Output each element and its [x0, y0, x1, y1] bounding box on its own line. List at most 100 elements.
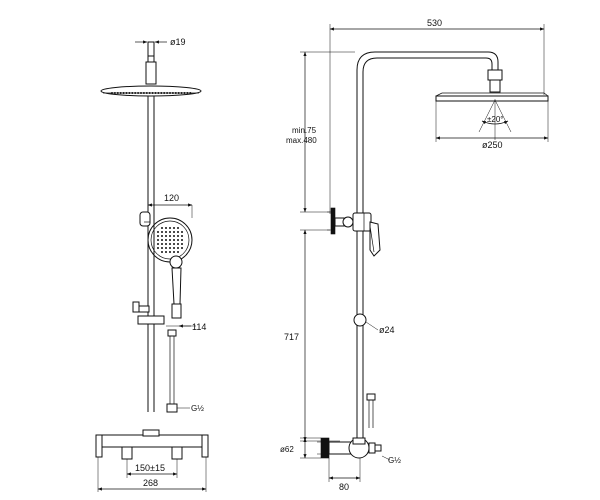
front-pipe-diameter-dimension: ø19	[135, 37, 186, 47]
front-inlet-spacing-dimension: 150±15	[126, 463, 178, 476]
hand-nozzle-dot	[173, 231, 175, 233]
hand-nozzle-dot	[169, 251, 171, 253]
side-adjust-min-label: min.75	[292, 126, 317, 135]
hand-nozzle-dot	[177, 239, 179, 241]
hand-nozzle-dot	[161, 243, 163, 245]
hand-nozzle-dot	[169, 227, 171, 229]
front-handshower-width-dimension: 120	[147, 193, 193, 218]
front-nozzle-dot	[134, 92, 137, 94]
hand-nozzle-dot	[157, 239, 159, 241]
side-inlet-diameter-label: ø62	[280, 445, 294, 454]
hand-nozzle-dot	[169, 247, 171, 249]
hand-nozzle-dot	[161, 251, 163, 253]
hand-nozzle-dot	[177, 247, 179, 249]
hand-nozzle-dot	[177, 235, 179, 237]
front-nozzle-dot	[145, 92, 148, 94]
side-view: 530 min.75 max.480 ±20°	[280, 18, 549, 492]
front-nozzle-dot	[183, 92, 186, 94]
hand-nozzle-dot	[173, 227, 175, 229]
side-riser-and-arm	[356, 51, 503, 438]
front-nozzle-dot	[151, 92, 154, 94]
hand-nozzle-dot	[161, 239, 163, 241]
hand-nozzle-dot	[181, 231, 183, 233]
side-mixer: G½	[317, 437, 401, 465]
side-hose	[366, 393, 376, 428]
hand-nozzle-dot	[173, 235, 175, 237]
hand-nozzle-dot	[165, 247, 167, 249]
front-nozzle-dot	[180, 92, 183, 94]
front-shower-head	[100, 85, 202, 97]
front-nozzle-dot	[113, 92, 116, 94]
front-nozzle-dot	[119, 92, 122, 94]
side-head-diameter-label: ø250	[482, 140, 503, 150]
side-reach-label: 530	[427, 18, 442, 28]
hand-nozzle-dot	[165, 231, 167, 233]
hand-nozzle-dot	[177, 227, 179, 229]
front-nozzle-dot	[116, 92, 119, 94]
front-nozzle-dot	[111, 92, 113, 94]
front-nozzle-dot	[186, 92, 189, 94]
hand-nozzle-dot	[177, 251, 179, 253]
hand-nozzle-dot	[169, 231, 171, 233]
side-inlet-thread-label: G½	[388, 456, 401, 465]
hand-nozzle-dot	[177, 231, 179, 233]
front-mixer-width-label: 268	[143, 478, 158, 488]
hand-nozzle-dot	[165, 239, 167, 241]
side-rail-height-dimension: 717	[284, 229, 340, 442]
front-slider	[132, 301, 196, 327]
hand-nozzle-dot	[173, 251, 175, 253]
hand-nozzle-dot	[165, 227, 167, 229]
front-shower-head-nozzles	[111, 92, 192, 94]
front-nozzle-dot	[171, 92, 174, 94]
hand-nozzle-dot	[157, 247, 159, 249]
front-inlet-spacing-label: 150±15	[135, 463, 165, 473]
front-mixer-width-dimension: 268	[97, 478, 207, 491]
hand-nozzle-dot	[161, 231, 163, 233]
side-rail-diameter-label: ø24	[379, 325, 395, 335]
front-nozzle-dot	[128, 92, 131, 94]
hand-nozzle-dot	[181, 239, 183, 241]
side-wall-offset-label: 80	[339, 482, 349, 492]
side-shower-head: ±20° ø250	[435, 92, 549, 150]
front-nozzle-dot	[122, 92, 125, 94]
hand-nozzle-dot	[157, 235, 159, 237]
side-tilt-angle-label: ±20°	[487, 115, 504, 124]
hand-nozzle-dot	[169, 243, 171, 245]
front-nozzle-dot	[142, 92, 145, 94]
front-hose: G½	[166, 329, 204, 413]
hand-nozzle-dot	[161, 247, 163, 249]
front-nozzle-dot	[189, 92, 192, 94]
front-handshower-nozzles	[157, 227, 183, 253]
hand-nozzle-dot	[173, 243, 175, 245]
front-nozzle-dot	[163, 92, 166, 94]
front-nozzle-dot	[160, 92, 163, 94]
hand-nozzle-dot	[173, 239, 175, 241]
front-handshower-head	[147, 217, 193, 269]
hand-nozzle-dot	[173, 247, 175, 249]
side-inlet-diameter-dimension: ø62	[280, 437, 321, 459]
hand-nozzle-dot	[177, 243, 179, 245]
front-nozzle-dot	[148, 92, 151, 94]
side-wall-bracket	[327, 207, 372, 235]
front-riser-pipe	[147, 96, 155, 412]
front-slider-offset-label: 114	[192, 322, 206, 332]
side-reach-dimension: 530	[329, 18, 545, 214]
front-nozzle-dot	[140, 92, 142, 94]
side-rail-height-label: 717	[284, 332, 299, 342]
front-nozzle-dot	[174, 92, 177, 94]
front-nozzle-dot	[157, 92, 160, 94]
hand-nozzle-dot	[157, 243, 159, 245]
hand-nozzle-dot	[165, 235, 167, 237]
front-pipe-diameter-label: ø19	[170, 37, 186, 47]
front-top-pipe	[145, 41, 157, 85]
front-nozzle-dot	[125, 92, 128, 94]
side-adjust-range-dimension: min.75 max.480	[286, 51, 355, 213]
hand-nozzle-dot	[161, 235, 163, 237]
hand-nozzle-dot	[157, 231, 159, 233]
side-slider: ø24	[353, 313, 395, 335]
front-hose-thread-label: G½	[191, 404, 204, 413]
hand-nozzle-dot	[165, 251, 167, 253]
front-handshower-holder	[139, 211, 151, 227]
front-view: ø19 120	[95, 37, 209, 492]
hand-nozzle-dot	[169, 235, 171, 237]
